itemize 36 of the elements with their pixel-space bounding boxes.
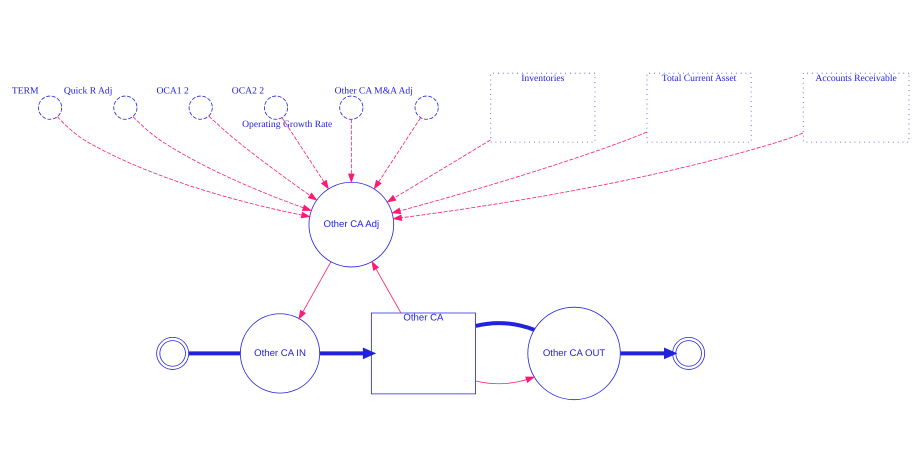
node-label: Operating Growth Rate (242, 118, 332, 130)
node-box: Other CA (370, 312, 476, 394)
arrow (282, 117, 329, 190)
connector (475, 320, 535, 332)
arrow (348, 118, 355, 183)
arrow (620, 347, 678, 359)
node-box: Total Current Asset (646, 72, 752, 142)
arrow (391, 131, 648, 214)
node-circle (38, 95, 62, 120)
node-cloud (156, 336, 190, 370)
node-label: OCA1 2 (156, 84, 189, 96)
node-circle (113, 95, 138, 120)
arrow (386, 139, 491, 202)
node-cloud (672, 336, 706, 370)
arrow (392, 132, 804, 221)
node-circle (414, 95, 439, 120)
arrow (132, 116, 312, 210)
arrow (371, 260, 402, 313)
node-label: Quick R Adj (64, 84, 112, 96)
node-circle (339, 95, 364, 120)
node-label: OCA2 2 (232, 84, 264, 96)
node-label: Other CA M&A Adj (334, 84, 413, 96)
node-circle (264, 95, 288, 120)
node-box: Inventories (490, 72, 596, 142)
arrow (374, 117, 421, 190)
node-circle (188, 95, 213, 120)
node-circle: Other CA IN (240, 312, 320, 393)
arrow (298, 260, 332, 320)
connector (188, 350, 240, 355)
arrow (56, 116, 311, 218)
node-box: Accounts Receivable (802, 72, 910, 142)
arrow (475, 376, 536, 384)
arrow (208, 115, 318, 200)
node-label: TERM (12, 84, 39, 96)
arrow (320, 347, 376, 359)
node-circle: Other CA OUT (527, 306, 621, 400)
